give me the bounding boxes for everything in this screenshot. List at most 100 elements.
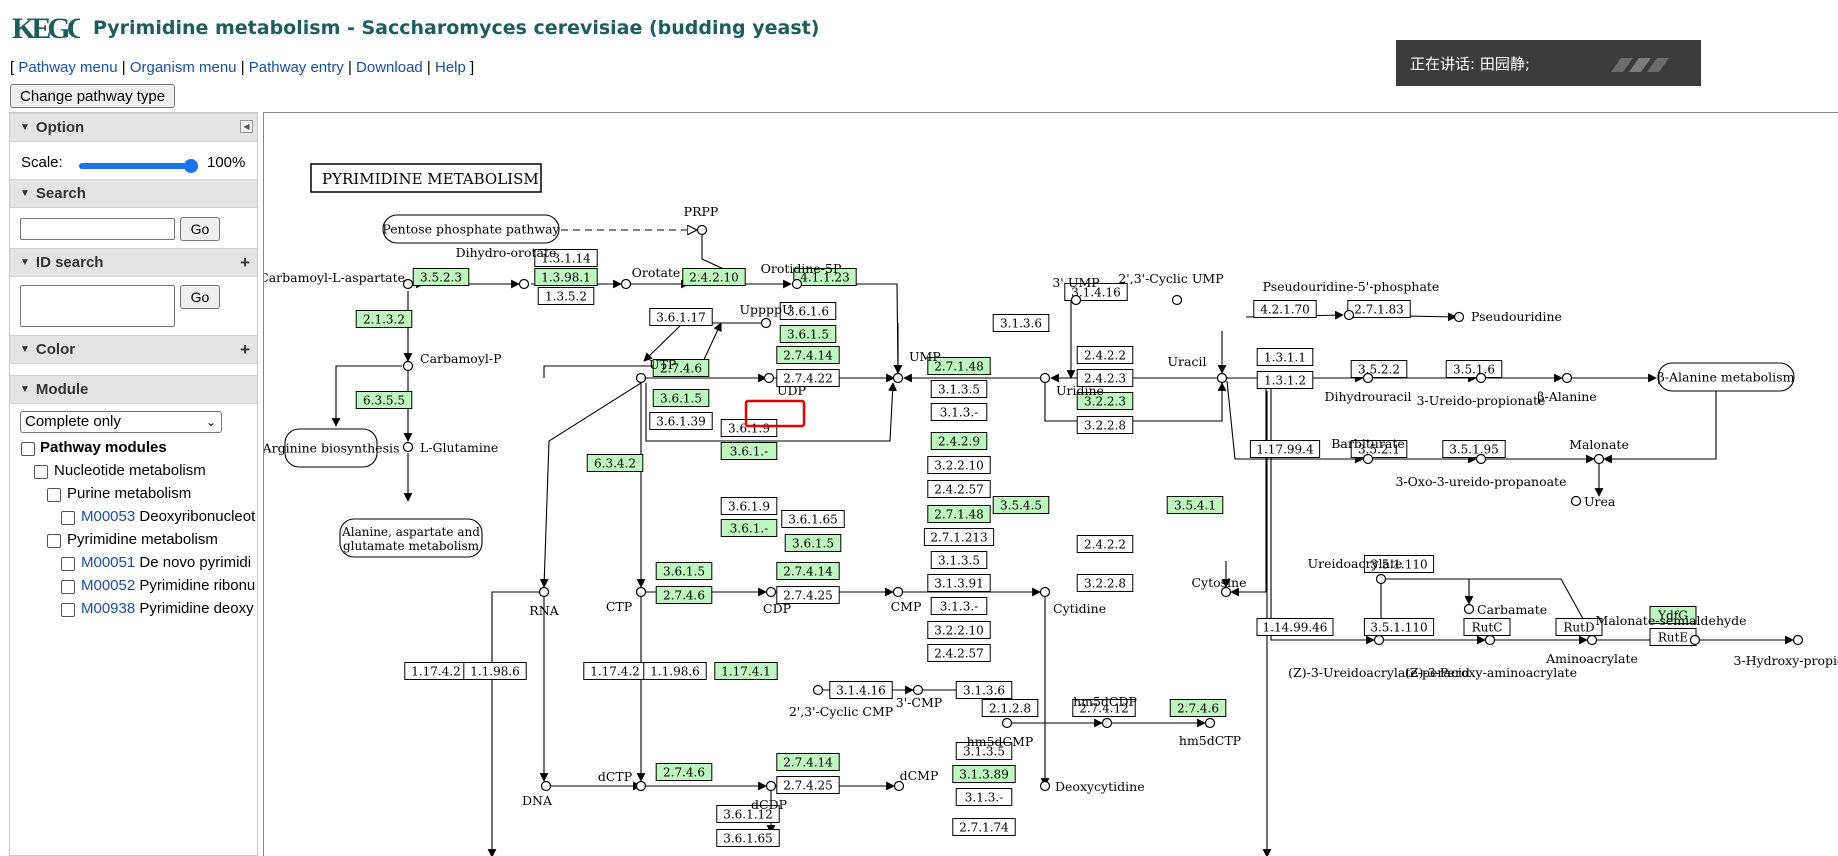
module-section-header[interactable]: ▼ Module bbox=[10, 375, 257, 404]
enzyme-2-7-1-48[interactable]: 2.7.1.48 bbox=[927, 505, 991, 523]
compound-ctp[interactable]: CTP bbox=[606, 586, 647, 615]
compound-dcdp[interactable]: dCDP bbox=[751, 780, 787, 813]
expand-plus-icon[interactable]: + bbox=[240, 253, 250, 272]
compound-dna[interactable]: DNA bbox=[522, 780, 553, 809]
enzyme-3-5-2-3[interactable]: 3.5.2.3 bbox=[412, 268, 470, 286]
search-input[interactable] bbox=[20, 218, 175, 240]
enzyme-2-7-4-25[interactable]: 2.7.4.25 bbox=[776, 776, 840, 794]
enzyme-3-1-3-5[interactable]: 3.1.3.5 bbox=[955, 742, 1013, 760]
enzyme-2-7-4-12[interactable]: 2.7.4.12 bbox=[1072, 699, 1136, 717]
enzyme-2-7-1-74[interactable]: 2.7.1.74 bbox=[952, 818, 1016, 836]
enzyme-1-3-5-2[interactable]: 1.3.5.2 bbox=[537, 287, 595, 305]
enzyme-1-14-99-46[interactable]: 1.14.99.46 bbox=[1256, 618, 1334, 636]
collapse-panel-icon[interactable]: ◀ bbox=[240, 120, 253, 133]
enzyme-3-2-2-3[interactable]: 3.2.2.3 bbox=[1076, 392, 1134, 410]
compound-3-hydroxy-propionate[interactable]: 3-Hydroxy-propionate bbox=[1734, 634, 1838, 669]
enzyme-2-4-2-2[interactable]: 2.4.2.2 bbox=[1076, 535, 1134, 553]
enzyme-3-5-4-1[interactable]: 3.5.4.1 bbox=[1166, 496, 1224, 514]
enzyme-2-4-2-57[interactable]: 2.4.2.57 bbox=[927, 480, 991, 498]
pathway-box-alanine-metabolism[interactable]: β-Alanine metabolism bbox=[1657, 362, 1795, 392]
enzyme-3-2-2-10[interactable]: 3.2.2.10 bbox=[927, 456, 991, 474]
module-filter-select[interactable]: Complete only ⌄ bbox=[20, 411, 222, 433]
enzyme-2-7-4-22[interactable]: 2.7.4.22 bbox=[776, 369, 840, 387]
compound-ump[interactable]: UMP bbox=[892, 349, 941, 384]
enzyme-ydfg[interactable]: YdfG bbox=[1649, 606, 1697, 624]
compound-uracil[interactable]: Uracil bbox=[1168, 354, 1228, 384]
compound-pseudouridine-5-phosphate[interactable]: Pseudouridine-5'-phosphate bbox=[1263, 279, 1440, 321]
nav-link-download[interactable]: Download bbox=[356, 59, 423, 76]
enzyme-3-1-4-16[interactable]: 3.1.4.16 bbox=[1064, 283, 1128, 301]
enzyme-1-1-98-6[interactable]: 1.1.98.6 bbox=[643, 662, 707, 680]
enzyme-3-1-3-6[interactable]: 3.1.3.6 bbox=[992, 314, 1050, 332]
compound-uridine[interactable]: Uridine bbox=[1039, 372, 1104, 399]
checkbox-m00051[interactable] bbox=[61, 557, 75, 571]
checkbox-m00938[interactable] bbox=[61, 603, 75, 617]
enzyme-3-6-1[interactable]: 3.6.1.- bbox=[720, 442, 778, 460]
enzyme-3-1-3-5[interactable]: 3.1.3.5 bbox=[930, 380, 988, 398]
compound-utp[interactable]: UTP bbox=[635, 357, 677, 384]
compound-2-3-cyclic-cmp[interactable]: 2',3'-Cyclic CMP bbox=[789, 684, 893, 720]
enzyme-3-5-1-110[interactable]: 3.5.1.110 bbox=[1363, 555, 1435, 573]
enzyme-3-6-1-12[interactable]: 3.6.1.12 bbox=[716, 805, 780, 823]
enzyme-1-3-1-14[interactable]: 1.3.1.14 bbox=[534, 249, 598, 267]
enzyme-3-6-1-5[interactable]: 3.6.1.5 bbox=[652, 389, 710, 407]
enzyme-3-6-1-5[interactable]: 3.6.1.5 bbox=[655, 562, 713, 580]
enzyme-2-7-4-6[interactable]: 2.7.4.6 bbox=[655, 586, 713, 604]
compound-deoxycytidine[interactable]: Deoxycytidine bbox=[1039, 779, 1145, 794]
checkbox-purine-metabolism[interactable] bbox=[47, 488, 61, 502]
enzyme-2-4-2-9[interactable]: 2.4.2.9 bbox=[930, 432, 988, 450]
enzyme-6-3-4-2[interactable]: 6.3.4.2 bbox=[586, 454, 644, 472]
compound-malonate[interactable]: Malonate bbox=[1569, 437, 1629, 465]
enzyme-rute[interactable]: RutE bbox=[1649, 628, 1697, 646]
compound-cytosine[interactable]: Cytosine bbox=[1191, 575, 1247, 598]
compound-barbiturate[interactable]: Barbiturate bbox=[1331, 436, 1405, 465]
enzyme-4-1-1-23[interactable]: 4.1.1.23 bbox=[793, 268, 857, 286]
tree-item-m00051[interactable]: M00051 De novo pyrimidi bbox=[81, 554, 252, 571]
enzyme-3-6-1-5[interactable]: 3.6.1.5 bbox=[784, 534, 842, 552]
checkbox-m00052[interactable] bbox=[61, 580, 75, 594]
enzyme-2-7-4-6[interactable]: 2.7.4.6 bbox=[652, 359, 710, 377]
compound-uppppu[interactable]: UppppU bbox=[739, 302, 793, 329]
id-search-textarea[interactable] bbox=[20, 285, 175, 327]
enzyme-3-2-2-10[interactable]: 3.2.2.10 bbox=[927, 621, 991, 639]
id-search-section-header[interactable]: ▼ ID search + bbox=[10, 248, 257, 277]
enzyme-1-17-4-1[interactable]: 1.17.4.1 bbox=[714, 662, 778, 680]
compound-prpp[interactable]: PRPP bbox=[684, 204, 719, 236]
enzyme-3-1-3-6[interactable]: 3.1.3.6 bbox=[955, 681, 1013, 699]
nav-link-help[interactable]: Help bbox=[435, 59, 466, 76]
enzyme-2-7-1-48[interactable]: 2.7.1.48 bbox=[927, 357, 991, 375]
enzyme-3-6-1-39[interactable]: 3.6.1.39 bbox=[649, 412, 713, 430]
enzyme-4-2-1-70[interactable]: 4.2.1.70 bbox=[1253, 300, 1317, 318]
compound-orotidine-5p[interactable]: Orotidine-5P bbox=[761, 261, 842, 290]
enzyme-3-6-1-17[interactable]: 3.6.1.17 bbox=[649, 308, 713, 326]
compound-rna[interactable]: RNA bbox=[529, 586, 560, 619]
compound-dctp[interactable]: dCTP bbox=[598, 769, 647, 792]
checkbox-pyrimidine-metabolism[interactable] bbox=[47, 534, 61, 548]
compound-z-3-peroxy-aminoacrylate[interactable]: (Z)-3-Peroxy-aminoacrylate bbox=[1405, 634, 1577, 681]
compound-malonate-semialdehyde[interactable]: Malonate-semialdehyde bbox=[1596, 613, 1747, 646]
color-section-header[interactable]: ▼ Color + bbox=[10, 335, 257, 364]
compound-dihydrouracil[interactable]: Dihydrouracil bbox=[1324, 372, 1412, 405]
enzyme-1-17-99-4[interactable]: 1.17.99.4 bbox=[1249, 440, 1321, 458]
enzyme-3-6-1-9[interactable]: 3.6.1.9 bbox=[720, 497, 778, 515]
compound-udp[interactable]: UDP bbox=[763, 372, 806, 399]
enzyme-3-6-1-5[interactable]: 3.6.1.5 bbox=[779, 325, 837, 343]
nav-link-pathway-menu[interactable]: Pathway menu bbox=[18, 59, 118, 76]
option-section-header[interactable]: ▼ Option ◀ bbox=[10, 113, 257, 142]
enzyme-2-1-3-2[interactable]: 2.1.3.2 bbox=[355, 310, 413, 328]
compound-urea[interactable]: Urea bbox=[1570, 494, 1616, 509]
compound-cdp[interactable]: CDP bbox=[763, 586, 791, 617]
enzyme-2-7-1-83[interactable]: 2.7.1.83 bbox=[1347, 300, 1411, 318]
enzyme-2-7-1-213[interactable]: 2.7.1.213 bbox=[923, 528, 995, 546]
enzyme-3-5-1-110[interactable]: 3.5.1.110 bbox=[1363, 618, 1435, 636]
scale-slider[interactable] bbox=[78, 158, 200, 174]
enzyme-1-17-4-2[interactable]: 1.17.4.2 bbox=[583, 662, 647, 680]
search-section-header[interactable]: ▼ Search bbox=[10, 179, 257, 208]
enzyme-3-2-2-8[interactable]: 3.2.2.8 bbox=[1076, 574, 1134, 592]
compound-cytidine[interactable]: Cytidine bbox=[1039, 586, 1107, 617]
nav-link-pathway-entry[interactable]: Pathway entry bbox=[248, 59, 344, 76]
enzyme-3-6-1[interactable]: 3.6.1.- bbox=[720, 519, 778, 537]
compound-z-3-ureidoacrylate-peracid[interactable]: (Z)-3-Ureidoacrylate-peracid bbox=[1288, 634, 1470, 681]
enzyme-2-1-2-8[interactable]: 2.1.2.8 bbox=[981, 699, 1039, 717]
